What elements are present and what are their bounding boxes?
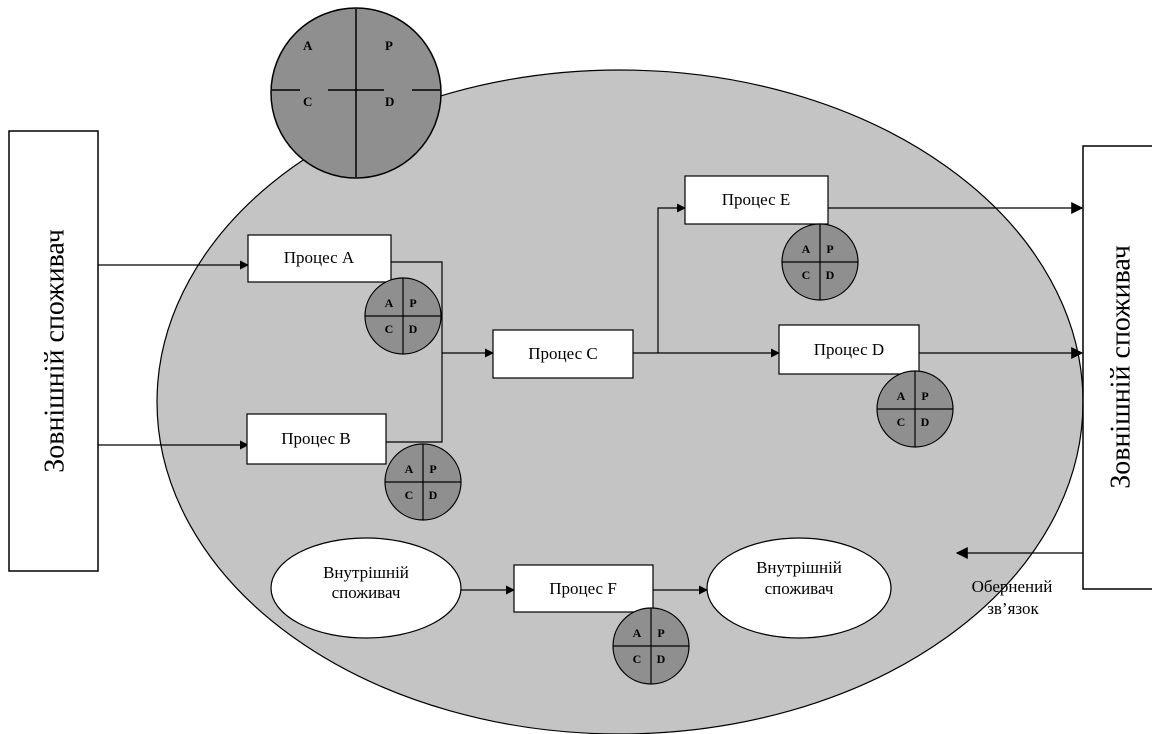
pdca-process-c-a: A (802, 242, 811, 256)
pdca-process-f-c: C (633, 652, 642, 666)
pdca-process-c-p: P (826, 242, 833, 256)
process-d: Процес D (778, 324, 920, 375)
internal-consumer-right: Внутрішній споживач (706, 537, 892, 639)
pdca-main-d: D (385, 94, 394, 109)
external-consumer-left-box (8, 130, 99, 572)
pdca-main-a: A (303, 38, 313, 53)
flow-connectors (98, 202, 1084, 595)
pdca-process-c: A P C D (781, 223, 859, 301)
internal-consumer-left-line2: споживач (332, 583, 401, 602)
pdca-process-d-c: C (897, 415, 906, 429)
pdca-main-c: C (303, 94, 312, 109)
feedback-label-line1: Обернений (972, 577, 1053, 596)
process-a: Процес A (247, 234, 392, 283)
pdca-main-p: P (385, 38, 393, 53)
process-c: Процес C (492, 329, 634, 379)
process-f: Процес F (513, 564, 654, 613)
pdca-process-f: A P C D (612, 607, 690, 685)
internal-consumer-left: Внутрішній споживач (270, 537, 462, 639)
external-consumer-right-label: Зовнішній споживач (1105, 245, 1136, 489)
pdca-process-b: A P C D (384, 443, 462, 521)
pdca-process-a-c: C (385, 322, 394, 336)
pdca-process-f-p: P (657, 626, 664, 640)
process-e-label: Процес E (722, 190, 791, 209)
process-a-label: Процес A (284, 248, 355, 267)
pdca-process-d-d: D (921, 415, 930, 429)
internal-consumer-right-line2: споживач (765, 579, 834, 598)
external-consumer-left-label: Зовнішній споживач (39, 229, 70, 473)
pdca-process-d-p: P (921, 389, 928, 403)
pdca-process-a-a: A (385, 296, 394, 310)
pdca-process-f-a: A (633, 626, 642, 640)
pdca-process-f-d: D (657, 652, 666, 666)
pdca-process-a-p: P (409, 296, 416, 310)
pdca-process-c-d: D (826, 268, 835, 282)
process-d-label: Процес D (814, 340, 884, 359)
pdca-process-c-c: C (802, 268, 811, 282)
pdca-process-b-c: C (405, 488, 414, 502)
pdca-process-d: A P C D (876, 370, 954, 448)
process-b: Процес B (246, 413, 387, 465)
pdca-process-b-d: D (429, 488, 438, 502)
pdca-process-a: A P C D (364, 277, 442, 355)
process-c-label: Процес C (528, 344, 597, 363)
process-e: Процес E (684, 175, 829, 225)
feedback-label-line2: зв’язок (987, 599, 1039, 618)
pdca-cycle-main: A P C D (270, 7, 442, 179)
internal-consumer-left-line1: Внутрішній (323, 563, 409, 582)
pdca-process-b-p: P (429, 462, 436, 476)
pdca-process-a-d: D (409, 322, 418, 336)
pdca-cycles-small: A P C D A P C D A P C D A P C D A P C D (364, 223, 954, 685)
pdca-process-b-a: A (405, 462, 414, 476)
process-b-label: Процес B (281, 429, 350, 448)
pdca-process-d-a: A (897, 389, 906, 403)
process-f-label: Процес F (549, 579, 617, 598)
external-consumer-right-box (1082, 145, 1152, 590)
internal-consumer-right-line1: Внутрішній (756, 558, 842, 577)
